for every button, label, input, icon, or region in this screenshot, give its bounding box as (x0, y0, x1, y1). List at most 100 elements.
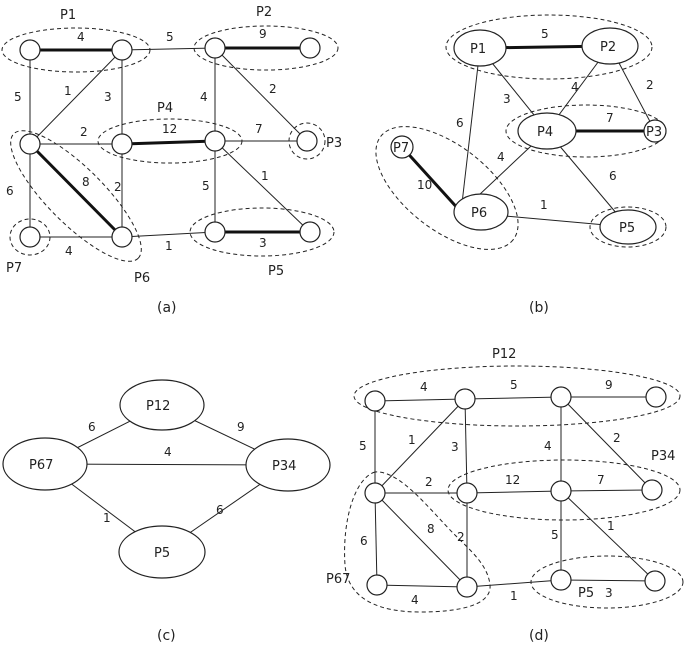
edge-b-p7-p6 (400, 145, 463, 214)
node-label: P4 (537, 125, 553, 140)
node-d-5 (364, 482, 386, 504)
weight-label: 12 (505, 473, 520, 487)
edge-a-7-12 (214, 140, 311, 233)
node-a-6 (111, 133, 133, 155)
group-label-p7: P7 (6, 261, 22, 276)
node-p2 (581, 27, 639, 65)
group-label-p5: P5 (268, 264, 284, 279)
weight-label: 7 (606, 111, 614, 125)
weight-label: 4 (164, 445, 172, 459)
weight-label: 6 (609, 169, 617, 183)
node-p12 (119, 379, 205, 431)
edge-a-2-3 (121, 47, 216, 51)
weight-label: 12 (162, 122, 177, 136)
node-d-8 (641, 479, 663, 501)
weight-label: 8 (427, 522, 435, 536)
weight-label: 3 (104, 90, 112, 104)
group-p67 (375, 126, 519, 250)
edge-d-2-5 (374, 398, 466, 494)
weight-label: 8 (82, 175, 90, 189)
node-p34 (245, 438, 331, 492)
panel-b: P1 P2 P3 P4 P5 P6 P7 5 3 4 2 6 7 4 6 10 … (375, 14, 667, 316)
edge-d-6-7 (466, 490, 562, 494)
edge-b-p1-p6 (460, 47, 481, 213)
node-a-3 (204, 37, 226, 59)
group-label-p2: P2 (256, 5, 272, 20)
weight-label: 2 (114, 180, 122, 194)
group-p1 (1, 27, 151, 73)
edge-d-1-2 (374, 398, 466, 402)
weight-label: 9 (605, 378, 613, 392)
node-p4 (517, 112, 577, 150)
caption-b: (b) (529, 300, 549, 316)
node-p6 (453, 193, 509, 231)
weight-label: 6 (456, 116, 464, 130)
group-p12 (445, 14, 653, 80)
group-label-p67: P67 (326, 572, 350, 587)
node-label: P1 (470, 42, 486, 57)
group-label-p34: P34 (651, 449, 675, 464)
weight-label: 2 (80, 125, 88, 139)
weight-label: 2 (269, 82, 277, 96)
weight-label: 5 (14, 90, 22, 104)
group-p5 (589, 206, 667, 248)
edge-d-5-10 (374, 492, 468, 588)
weight-label: 4 (77, 30, 85, 44)
weight-label: 7 (597, 473, 605, 487)
node-p5 (599, 209, 657, 245)
edge-a-6-7 (121, 139, 216, 146)
node-a-10 (111, 226, 133, 248)
weight-label: 6 (6, 184, 14, 198)
node-label: P67 (29, 458, 53, 473)
weight-label: 3 (259, 236, 267, 250)
weight-label: 1 (540, 198, 548, 212)
node-a-2 (111, 39, 133, 61)
panel-d: 4 5 9 5 1 3 4 2 2 12 7 6 8 2 5 1 4 1 3 P… (326, 347, 684, 644)
weight-label: 1 (103, 511, 111, 525)
node-d-1 (364, 390, 386, 412)
group-label-p3: P3 (326, 136, 342, 151)
node-a-11 (204, 221, 226, 243)
edge-a-10-11 (121, 231, 216, 238)
group-label-p5: P5 (578, 586, 594, 601)
weight-label: 1 (165, 239, 173, 253)
node-a-12 (299, 221, 321, 243)
node-d-3 (550, 386, 572, 408)
weight-label: 3 (605, 586, 613, 600)
edge-d-11-12 (560, 579, 656, 582)
node-a-5 (19, 133, 41, 155)
node-d-4 (645, 386, 667, 408)
edge-a-3-8 (214, 47, 308, 142)
weight-label: 5 (166, 30, 174, 44)
node-d-6 (456, 482, 478, 504)
edge-d-2-3 (464, 396, 562, 400)
edge-d-3-8 (560, 396, 653, 491)
weight-label: 4 (544, 439, 552, 453)
weight-label: 3 (503, 92, 511, 106)
weight-label: 2 (646, 78, 654, 92)
weight-label: 1 (64, 84, 72, 98)
caption-a: (a) (157, 300, 177, 316)
node-d-2 (454, 388, 476, 410)
group-p34 (447, 459, 681, 521)
weight-label: 5 (541, 27, 549, 41)
node-label: P3 (646, 125, 662, 140)
edge-a-5-10 (28, 142, 124, 239)
group-label-p6: P6 (134, 271, 150, 286)
node-a-9 (19, 226, 41, 248)
weight-label: 1 (408, 433, 416, 447)
edge-d-5-9 (374, 492, 378, 586)
edge-d-2-6 (464, 398, 468, 494)
weight-label: 5 (551, 528, 559, 542)
weight-label: 4 (420, 380, 428, 394)
weight-label: 9 (259, 27, 267, 41)
group-p6 (10, 130, 142, 262)
panel-c: P12 P34 P67 P5 6 9 4 1 6 (c) (2, 379, 331, 644)
node-d-12 (644, 570, 666, 592)
node-label: P6 (471, 206, 487, 221)
node-p7 (390, 135, 414, 159)
node-p3 (643, 119, 667, 143)
node-label: P7 (393, 141, 409, 156)
node-label: P12 (146, 399, 170, 414)
